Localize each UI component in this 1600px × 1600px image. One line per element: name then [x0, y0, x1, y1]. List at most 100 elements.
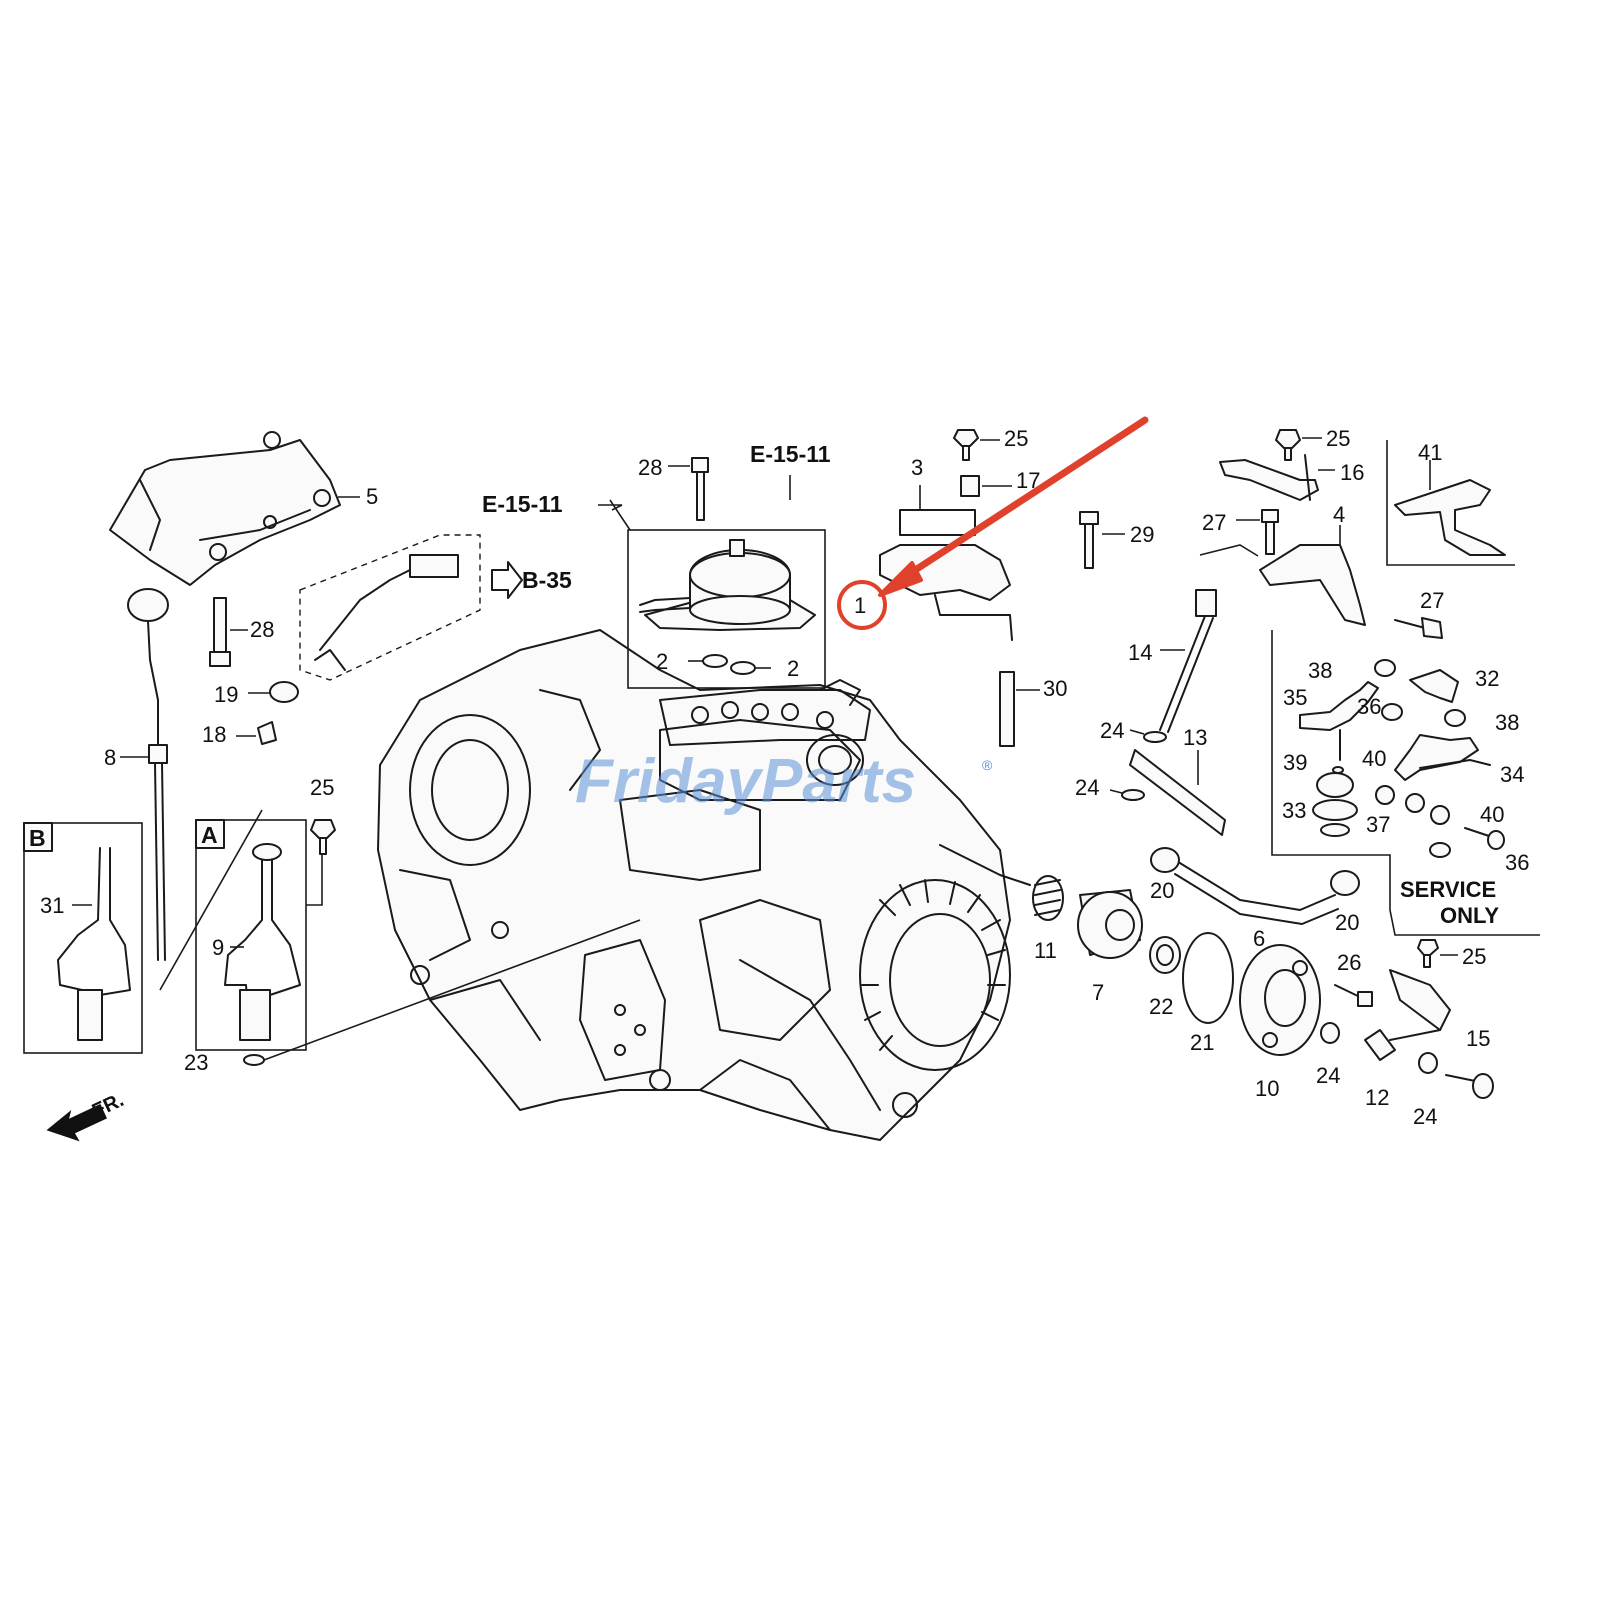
- callout-16: 16: [1340, 460, 1364, 485]
- callout-2-left: 2: [656, 649, 668, 674]
- callout-32: 32: [1475, 666, 1499, 691]
- callout-24-d: 24: [1413, 1104, 1437, 1129]
- part-28-bolt-left: [209, 597, 248, 667]
- callout-5: 5: [366, 484, 378, 509]
- callout-12: 12: [1365, 1085, 1389, 1110]
- callout-33: 33: [1282, 798, 1306, 823]
- callout-22: 22: [1149, 994, 1173, 1019]
- callout-25-insets: 25: [310, 775, 334, 800]
- callout-34: 34: [1500, 762, 1524, 787]
- part-25-bolt-top: [953, 429, 1000, 461]
- part-4-bracket: [1199, 525, 1366, 626]
- callout-21: 21: [1190, 1030, 1214, 1055]
- highlight-arrow: [837, 416, 1149, 630]
- transmission-housing: [377, 629, 1031, 1141]
- ref-e-15-11-top: E-15-11: [750, 441, 831, 467]
- callout-24-c: 24: [1316, 1063, 1340, 1088]
- callout-37: 37: [1366, 812, 1390, 837]
- watermark-text: FridayParts: [575, 747, 916, 816]
- callout-28-top: 28: [638, 455, 662, 480]
- inset-a: [195, 819, 323, 1051]
- callout-25-right: 25: [1326, 426, 1350, 451]
- callout-17: 17: [1016, 468, 1040, 493]
- ref-e-15-11-left: E-15-11: [482, 491, 563, 517]
- ref-e1511-leaders: [598, 475, 791, 531]
- callout-18: 18: [202, 722, 226, 747]
- service-only-line2: ONLY: [1440, 903, 1499, 928]
- service-only-line1: SERVICE: [1400, 877, 1496, 902]
- callout-24-b: 24: [1075, 775, 1099, 800]
- callout-38-left: 38: [1308, 658, 1332, 683]
- part-3-bracket: [879, 485, 1013, 641]
- part-6-hose: [1174, 859, 1339, 925]
- callout-35: 35: [1283, 685, 1307, 710]
- callout-38-right: 38: [1495, 710, 1519, 735]
- callout-30: 30: [1043, 676, 1067, 701]
- callout-15: 15: [1466, 1026, 1490, 1051]
- callout-7: 7: [1092, 980, 1104, 1005]
- callout-8: 8: [104, 745, 116, 770]
- callout-6: 6: [1253, 926, 1265, 951]
- callout-9: 9: [212, 935, 224, 960]
- callout-4: 4: [1333, 502, 1345, 527]
- callout-25-top: 25: [1004, 426, 1028, 451]
- callout-3: 3: [911, 455, 923, 480]
- callout-14: 14: [1128, 640, 1152, 665]
- part-14-breather-tube: [1159, 589, 1217, 733]
- callout-11: 11: [1034, 938, 1057, 963]
- part-25-bolt-lower: [1417, 939, 1458, 968]
- part-11-spring: [1032, 875, 1064, 921]
- part-29-bolt: [1079, 511, 1125, 569]
- callout-1: 1: [854, 593, 866, 618]
- part-24-nut-lower: [1320, 1022, 1438, 1074]
- callout-27-lower: 27: [1420, 588, 1444, 613]
- callout-36-lower: 36: [1505, 850, 1529, 875]
- callout-25-lower: 25: [1462, 944, 1486, 969]
- reference-labels: E-15-11 E-15-11 B-35 SERVICE ONLY FR. A …: [29, 441, 1499, 1123]
- part-1-atf-cooler: [627, 529, 826, 689]
- callout-41: 41: [1418, 440, 1442, 465]
- callout-20-right: 20: [1335, 910, 1359, 935]
- part-8-dipstick: [120, 588, 169, 961]
- callout-23: 23: [184, 1050, 208, 1075]
- callout-10: 10: [1255, 1076, 1279, 1101]
- part-17-clip: [960, 475, 1012, 497]
- part-22-seal: [1149, 936, 1181, 974]
- inset-connectors: [159, 809, 263, 991]
- callout-31: 31: [40, 893, 64, 918]
- callout-24-a: 24: [1100, 718, 1124, 743]
- callout-29: 29: [1130, 522, 1154, 547]
- part-10-cover: [1239, 944, 1321, 1056]
- part-5-bracket: [109, 431, 360, 586]
- callout-labels: 1 2 2 3 4 5 6 7 8 9 10 11 12 13 14 15 16…: [40, 426, 1529, 1129]
- callout-19: 19: [214, 682, 238, 707]
- part-24-washers: [1109, 729, 1167, 801]
- part-25-bolt-insets: [310, 819, 336, 855]
- watermark: FridayParts ®: [575, 747, 993, 816]
- part-12-bracket: [1364, 969, 1451, 1061]
- ref-b35-arrow: [491, 561, 523, 599]
- callout-20-left: 20: [1150, 878, 1174, 903]
- part-26-bolt: [1334, 984, 1373, 1007]
- inset-a-label: A: [201, 822, 218, 848]
- callout-39: 39: [1283, 750, 1307, 775]
- service-only-group: [1271, 630, 1540, 936]
- part-25-bolt-right: [1275, 429, 1322, 461]
- callout-27-upper: 27: [1202, 510, 1226, 535]
- part-16-bracket: [1219, 454, 1335, 501]
- front-direction-arrow: [46, 1104, 107, 1142]
- part-20-clamps: [1150, 847, 1360, 896]
- callout-28-left: 28: [250, 617, 274, 642]
- part-15-bolt: [1445, 1073, 1494, 1099]
- inset-41: [1386, 440, 1515, 566]
- part-7-filter: [1077, 889, 1143, 959]
- inset-b: [23, 822, 143, 1054]
- part-2-washers: [688, 654, 771, 675]
- watermark-mark: ®: [982, 757, 993, 773]
- part-30-pipe: [999, 671, 1040, 747]
- part-23-washer: [243, 919, 641, 1066]
- part-19-shift-assembly: [248, 534, 481, 703]
- inset-b-label: B: [29, 825, 46, 851]
- part-27-bolts: [1236, 509, 1443, 639]
